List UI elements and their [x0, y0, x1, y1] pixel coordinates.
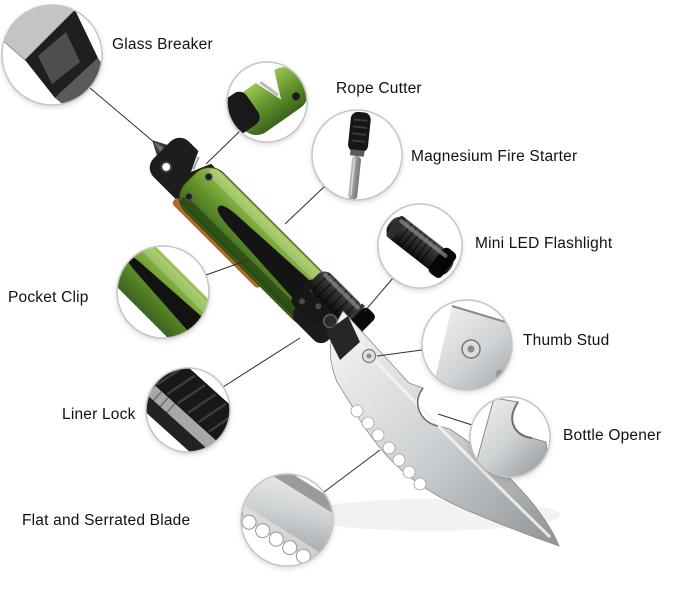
serration-scallop	[392, 453, 406, 467]
inset-ring	[421, 299, 513, 391]
inset-liner-lock	[145, 367, 231, 453]
scallop	[268, 531, 284, 547]
head-screw-macro	[292, 92, 301, 101]
label-pocket-clip: Pocket Clip	[8, 289, 89, 306]
connector-bottle-opener	[437, 413, 473, 426]
inset-ring	[145, 367, 231, 453]
blade-serrations	[350, 404, 427, 491]
scallop	[282, 540, 298, 556]
scallop	[322, 565, 333, 566]
flashlight-knurling	[312, 273, 359, 320]
handle-shade	[180, 196, 308, 324]
connector-glass-breaker	[89, 87, 156, 144]
connector-pocket-clip	[205, 259, 249, 276]
label-fire-starter: Magnesium Fire Starter	[411, 148, 578, 165]
inset-ring	[377, 203, 463, 289]
flashlight-on-knife	[310, 271, 375, 336]
breaker-point-macro	[55, 58, 102, 105]
label-rope-cutter: Rope Cutter	[336, 80, 422, 97]
flashlight-body	[310, 271, 362, 323]
connector-serrated-blade	[323, 449, 381, 493]
flashlight-highlight	[323, 273, 360, 310]
serration-scallop	[402, 465, 416, 479]
connector-rope-cutter	[205, 130, 241, 165]
rod-highlight	[349, 157, 356, 196]
label-mini-led-flashlight: Mini LED Flashlight	[475, 235, 613, 252]
clip-screw-macro	[204, 322, 209, 329]
flashlight-head-macro	[428, 247, 457, 278]
serration-scallop	[350, 404, 364, 418]
clip-screw	[315, 303, 322, 310]
flashlight-knurl-macro	[396, 223, 436, 263]
inset-ring	[116, 245, 210, 339]
serration-scallop	[371, 428, 385, 442]
breaker-facet-macro	[38, 32, 80, 84]
inset-rope-cutter	[226, 61, 308, 143]
fire-starter-handle	[348, 111, 371, 153]
inset-glass-breaker	[1, 4, 103, 106]
thumb-stud-center	[366, 353, 372, 359]
inset-ring	[240, 473, 334, 567]
blade-heel-hardware	[326, 316, 360, 360]
lock-back-macro	[146, 383, 220, 452]
handle-highlight-macro	[131, 246, 209, 326]
knife	[149, 137, 560, 547]
clip-screw	[299, 298, 306, 305]
rope-cutter-notch	[190, 150, 213, 172]
pocket-clip-on-knife	[217, 205, 322, 310]
lanyard-hole	[160, 160, 173, 173]
knife-handle	[149, 137, 375, 344]
cutter-blade-macro	[259, 80, 280, 97]
connector-liner-lock	[222, 337, 301, 388]
scale-screw	[184, 192, 193, 201]
inset-fire-starter	[311, 109, 403, 201]
inset-flashlight	[377, 203, 463, 289]
bottle-opener-notch-on-blade	[416, 387, 439, 427]
clip-screw-macro	[193, 333, 200, 338]
clip-macro	[126, 255, 209, 338]
label-glass-breaker: Glass Breaker	[112, 36, 213, 53]
inset-thumb-stud	[421, 299, 513, 391]
label-thumb-stud: Thumb Stud	[523, 332, 610, 349]
inset-liner-lock-content	[146, 368, 230, 452]
lock-texture-macro	[146, 368, 230, 442]
thumb-stud-center-macro	[467, 345, 475, 353]
blade-spine-macro	[241, 474, 333, 539]
opener-notch-macro	[511, 401, 533, 439]
inset-ring	[311, 109, 403, 201]
fire-starter-grooves	[351, 118, 368, 143]
inset-ring	[469, 396, 551, 478]
label-flat-serrated-blade: Flat and Serrated Blade	[22, 512, 191, 529]
inset-pocket-clip	[116, 245, 210, 339]
connector-flashlight	[363, 277, 394, 313]
scale-screw	[204, 172, 213, 181]
serration-scallop	[361, 416, 375, 430]
inset-ring	[226, 61, 308, 143]
scallop	[212, 496, 231, 515]
connector-thumb-stud	[376, 349, 423, 357]
serration-scallop	[382, 441, 396, 455]
inset-bottle-opener-content	[471, 397, 550, 477]
connector-fire-starter	[284, 185, 326, 225]
inset-bottle-opener	[469, 396, 551, 478]
handle-highlight	[208, 168, 336, 296]
scallop	[255, 523, 271, 539]
flashlight-highlight-macro	[399, 219, 448, 258]
inset-fire-starter-content	[348, 111, 371, 200]
label-liner-lock: Liner Lock	[62, 406, 136, 423]
spine-line-macro	[451, 305, 512, 331]
label-bottle-opener: Bottle Opener	[563, 427, 662, 444]
inset-ring	[1, 4, 103, 106]
rope-cutter-blade	[192, 156, 200, 171]
fire-starter-collar	[349, 149, 365, 157]
inset-flashlight-content	[386, 216, 457, 278]
scallop	[241, 514, 257, 530]
serration-scallop	[413, 477, 427, 491]
connector-lines	[89, 87, 473, 493]
